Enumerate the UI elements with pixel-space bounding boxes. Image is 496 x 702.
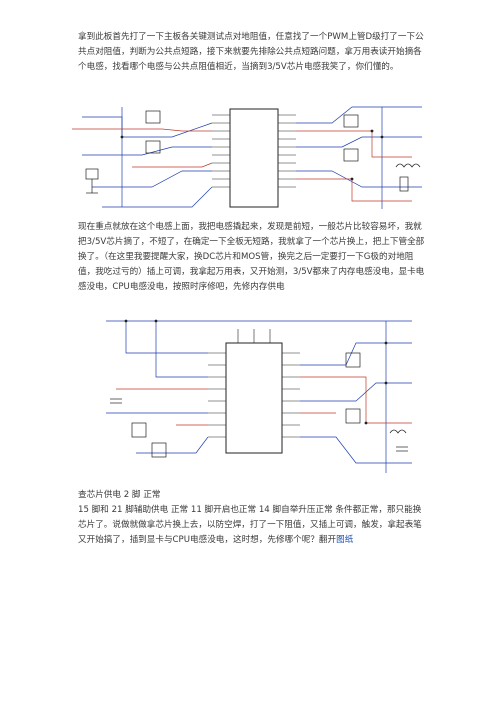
schematic-link[interactable]: 图纸 [336,535,354,545]
paragraph-intro: 拿到此板首先打了一下主板各关键测试点对地阻值，任意找了一个PWM上管D级打了一下… [78,32,424,72]
schematic-3-5v-chip [62,97,432,219]
schematic-memory-chip [96,313,422,479]
chip-power-check: 查芯片供电 2 脚 正常 [78,490,161,500]
pin-check-text: 15 脚和 21 脚辅助供电 正常 11 脚开启也正常 14 脚自举升压正常 条… [78,505,422,545]
paragraph-repair-steps: 查芯片供电 2 脚 正常 15 脚和 21 脚辅助供电 正常 11 脚开启也正常… [78,488,426,548]
paragraph-diagnosis: 现在重点就放在这个电感上面，我把电感撬起来，发现是前短，一般芯片比较容易坏，我就… [78,222,425,292]
